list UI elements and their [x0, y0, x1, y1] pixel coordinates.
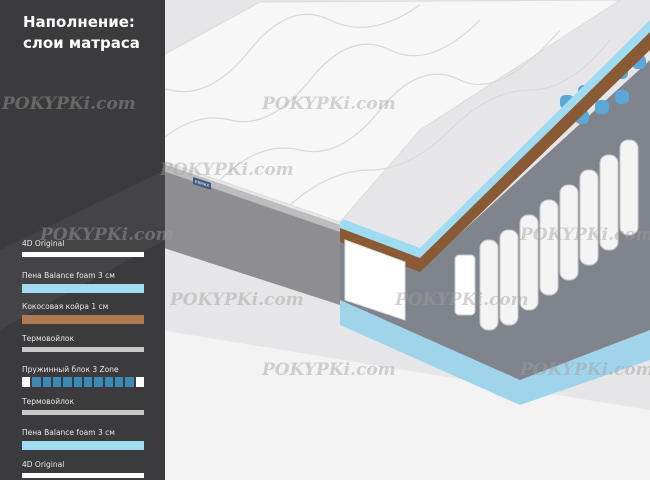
layer-label: Термовойлок	[22, 333, 74, 343]
spring-cell	[22, 377, 31, 387]
layer-label: Пена Balance foam 3 см	[22, 270, 115, 280]
spring-cell	[83, 377, 93, 387]
watermark: POKYPKi.com	[170, 290, 304, 310]
layer-item: Пена Balance foam 3 см	[22, 428, 144, 450]
layer-item: 4D Original	[22, 460, 144, 478]
layer-swatch	[22, 472, 144, 478]
layer-item: Кокосовая койра 1 см	[22, 302, 144, 324]
watermark: POKYPKi.com	[2, 94, 136, 114]
spring-cell	[63, 377, 72, 387]
watermark: POKYPKi.com	[395, 290, 529, 310]
layer-item: Термовойлок	[22, 397, 144, 415]
coir-layer	[340, 30, 650, 272]
watermark: POKYPKi.com	[520, 360, 650, 380]
bottom-foam-layer	[340, 300, 650, 405]
layer-label: Кокосовая койра 1 см	[22, 302, 109, 311]
layer-swatch	[22, 315, 144, 324]
layer-label: 4D Original	[22, 459, 65, 469]
foam-cut-block	[344, 239, 406, 321]
watermark: POKYPKi.com	[520, 225, 650, 245]
layer-swatch	[22, 283, 144, 293]
layer-swatch	[22, 346, 144, 352]
panel-title: Наполнение: слои матраса	[23, 13, 140, 52]
spring-cell	[135, 377, 144, 387]
layer-item: 4D Original	[22, 239, 144, 257]
layer-label: Пружинный блок 3 Zone	[22, 365, 119, 374]
spring-cell	[52, 377, 62, 387]
layer-swatch	[22, 252, 144, 257]
layer-item: Термовойлок	[22, 334, 144, 352]
spring-cell	[42, 377, 51, 387]
watermark: POKYPKi.com	[160, 160, 294, 180]
felt-layer	[340, 60, 650, 380]
watermark: POKYPKi.com	[262, 360, 396, 380]
spring-cell	[32, 377, 41, 387]
layer-swatch	[22, 441, 144, 450]
layer-swatch	[22, 409, 144, 415]
spring-cell	[73, 377, 82, 387]
spring-cell	[125, 377, 134, 387]
layer-item: Пружинный блок 3 Zone	[22, 365, 144, 387]
watermark: POKYPKi.com	[262, 94, 396, 114]
spring-cell	[114, 377, 124, 387]
layer-label: Пена Balance foam 3 см	[22, 428, 115, 437]
layer-swatch-springs	[22, 377, 144, 387]
spring-cell	[94, 377, 103, 387]
spring-block	[454, 139, 639, 331]
watermark: POKYPKi.com	[40, 225, 174, 245]
spring-cell	[104, 377, 113, 387]
top-foam-layer	[340, 20, 650, 258]
layer-item: Пена Balance foam 3 см	[22, 271, 144, 293]
layer-label: Термовойлок	[22, 396, 74, 406]
layer-label: 4D Original	[22, 239, 65, 248]
